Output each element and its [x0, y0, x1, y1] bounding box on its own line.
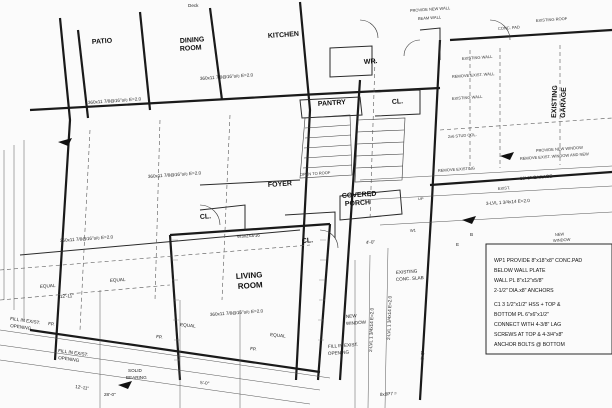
note-solid-bearing-1: SOLID — [128, 368, 142, 373]
note-lvl-b: 2-LVL 1 3/4x14 E=2.0 — [368, 307, 375, 352]
note-header-mid-a: 360x11 7/8@16"o/c E=2.0 — [148, 170, 202, 179]
room-label-wr: WR. — [364, 58, 378, 66]
spec-line-4: 2-1/2" DIA.x8" ANCHORS — [494, 288, 554, 294]
note-header-top-b: 360x11 7/8@16"o/c E=2.0 — [88, 96, 142, 105]
note-fp-c: FP. — [250, 346, 257, 352]
annotations: 360x11 7/8@16"o/c E=2.0 360x11 7/8@16"o/… — [10, 5, 589, 397]
section-arrow-bottom — [118, 381, 132, 389]
spec-box: WP1 PROVIDE 8"x18"x8" CONC.PAD BELOW WAL… — [494, 258, 582, 348]
room-label-covered-1: COVERED — [342, 191, 377, 200]
spec-line-8: SCREWS AT TOP & 4-3/4"x8" — [494, 332, 563, 338]
note-equal-d: EQUAL — [270, 332, 286, 339]
spec-line-3: WALL PL 8"x12"x5/8" — [494, 278, 544, 284]
spec-box-frame — [485, 243, 612, 355]
note-header-mid-b: 360x11 7/8@16"o/c E=2.0 — [60, 234, 114, 243]
note-w1: W1 — [410, 228, 417, 233]
room-label-dining-2: ROOM — [180, 44, 202, 53]
spec-line-6: BOTTOM PL 6"x6"x1/2" — [494, 312, 549, 318]
dim-7-3: 7'-3" — [420, 350, 425, 360]
note-fp-b: FP. — [156, 334, 163, 340]
section-arrow-right — [500, 152, 514, 160]
note-fill-b-2: OPENING — [58, 355, 80, 363]
dim-12-11-a: 12'-11" — [60, 293, 75, 299]
note-symbol-e: E — [456, 242, 459, 247]
note-fill-a-2: OPENING — [10, 323, 32, 331]
spec-line-2: BELOW WALL PLATE — [494, 268, 546, 274]
note-top-a: CONC. PAD — [498, 24, 520, 31]
note-lvl-a: 3-LVL 1 3/4x14 E=2.0 — [486, 198, 531, 206]
room-label-patio: PATIO — [92, 38, 113, 46]
room-label-foyer: FOYER — [268, 180, 293, 189]
room-label-cl-lower: CL. — [302, 237, 314, 245]
note-existing-wall: EXISTING WALL — [462, 54, 494, 61]
note-remove-wall: REMOVE EXIST. WALL — [452, 71, 496, 79]
dim-4-0: 4'-0" — [366, 239, 376, 245]
spec-line-5: C1 3 1/2"x1/2" HSS + TOP & — [494, 302, 561, 308]
spec-line-7: CONNECT WITH 4-3/8" LAG — [494, 322, 561, 328]
note-header-low: 360x11 7/8@16"o/c E=2.0 — [210, 308, 264, 317]
note-ext-wall-right: EXISTING WALL — [452, 94, 484, 101]
room-label-garage-1: EXISTING — [551, 85, 559, 118]
note-stud-col: 2x6 STUD COL. — [448, 132, 477, 139]
note-steel-beam: W3x2x3/16 — [237, 232, 261, 239]
note-header-top-a: 360x11 7/8@16"o/c E=2.0 — [200, 72, 254, 81]
spec-line-1: WP1 PROVIDE 8"x18"x8" CONC.PAD — [494, 258, 582, 264]
note-remove-window: REMOVE EXIST. WINDOW AND NEW — [520, 151, 590, 161]
room-label-pantry: PANTRY — [318, 99, 347, 108]
note-open-roof: OPEN TO ROOF — [300, 170, 331, 177]
room-label-living-2: ROOM — [238, 280, 264, 291]
room-label-garage-2: GARAGE — [560, 87, 568, 118]
spec-line-9: ANCHOR BOLTS @ BOTTOM — [494, 342, 565, 348]
room-label-dining-1: DINING — [180, 36, 205, 45]
dim-5-0: 5'-0" — [200, 380, 210, 386]
note-new-window-low-2: WINDOW — [346, 320, 367, 326]
room-label-cl-mid: CL. — [200, 213, 212, 221]
note-code-8x8p: 8x8P7 = — [380, 391, 398, 397]
note-ref-b: B — [470, 232, 473, 237]
room-labels: Deck PATIO DINING ROOM KITCHEN WR. PANTR… — [92, 3, 568, 291]
note-provide-window: PROVIDE NEW WINDOW — [536, 145, 584, 153]
note-fill-a-1: FILL IN EXIST. — [10, 316, 41, 325]
room-label-living-1: LIVING — [236, 270, 263, 281]
note-equal-a: EQUAL — [40, 283, 56, 289]
room-label-deck: Deck — [188, 3, 199, 8]
note-remove-existing: REMOVE EXISTING — [438, 165, 475, 173]
dim-28-0: 28'-0" — [104, 392, 116, 397]
dim-12-11-b: 12'-11" — [75, 384, 90, 391]
note-fill-b-1: FILL IN EXIST. — [58, 348, 89, 357]
note-conc-slab-2: CONC. SLAB — [396, 275, 424, 282]
note-garage-dim: 16'-0" GARAGE — [520, 174, 553, 181]
note-solid-bearing-2: BEARING — [126, 375, 147, 380]
note-fill-c-2: OPENING — [328, 350, 350, 356]
room-label-kitchen: KITCHEN — [268, 31, 300, 40]
room-label-cl-top: CL. — [392, 98, 404, 106]
note-up: UP — [418, 196, 424, 201]
note-new-window-2: WINDOW — [553, 237, 571, 243]
note-fill-c-1: FILL IN EXIST. — [328, 342, 358, 349]
note-equal-b: EQUAL — [110, 277, 126, 283]
note-conc-slab-1: EXISTING — [396, 268, 418, 275]
note-fp-a: FP. — [48, 321, 55, 327]
note-new-window-1: NEW — [555, 231, 565, 237]
note-lvl-c: 2-LVL 1 3/4x14 E=2.0 — [386, 295, 393, 340]
note-top-b: BEAM WALL — [418, 14, 442, 21]
room-label-covered-2: PORCH — [345, 199, 371, 208]
section-arrow-right-low — [462, 216, 476, 224]
note-equal-c: EQUAL — [180, 322, 196, 329]
note-exist-side: EXIST. — [498, 185, 511, 191]
note-new-window-low-1: NEW — [346, 313, 358, 319]
note-top-d: EXISTING ROOF — [536, 16, 568, 23]
section-arrow-left — [58, 138, 72, 146]
note-top-c: PROVIDE NEW WALL — [410, 5, 451, 13]
